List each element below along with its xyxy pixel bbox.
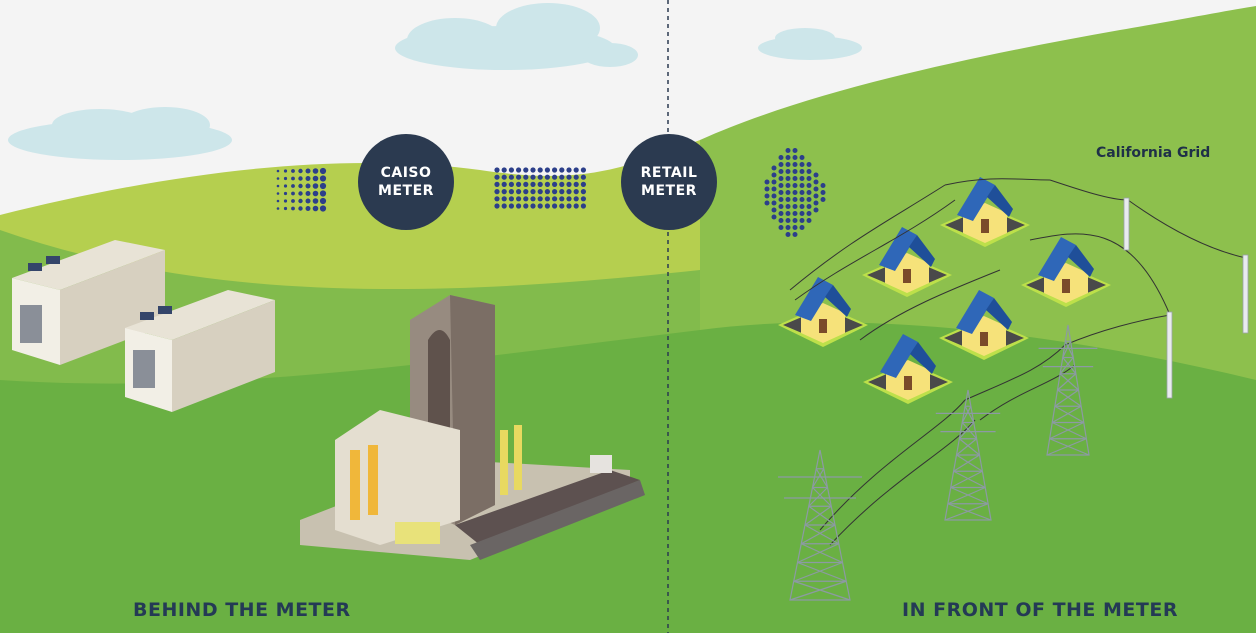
cloud-icon bbox=[8, 107, 232, 160]
transmission-tower-icon bbox=[1038, 324, 1098, 456]
battery-container-icon bbox=[12, 240, 165, 365]
house-icon bbox=[1021, 237, 1111, 307]
retail-meter-badge: RETAIL METER bbox=[621, 134, 717, 230]
house-icon bbox=[940, 177, 1030, 247]
retail-meter-line1: RETAIL bbox=[640, 165, 698, 181]
house-icon bbox=[862, 227, 952, 297]
power-line-icon bbox=[789, 178, 1247, 546]
behind-meter-label: BEHIND THE METER bbox=[133, 599, 351, 621]
house-icon bbox=[939, 290, 1029, 360]
cloud-icon bbox=[395, 3, 638, 70]
transmission-tower-icon bbox=[778, 449, 862, 601]
power-plant-icon bbox=[300, 295, 645, 560]
caiso-meter-line1: CAISO bbox=[380, 165, 432, 181]
retail-meter-line2: METER bbox=[641, 183, 697, 199]
california-grid-label: California Grid bbox=[1096, 145, 1211, 161]
transmission-tower-icon bbox=[935, 389, 1001, 521]
caiso-meter-badge: CAISO METER bbox=[358, 134, 454, 230]
house-icon bbox=[863, 334, 953, 404]
front-meter-label: IN FRONT OF THE METER bbox=[902, 599, 1178, 621]
dots-icon bbox=[494, 167, 587, 209]
utility-pole-icon bbox=[1123, 197, 1249, 399]
cloud-icon bbox=[758, 28, 862, 60]
dots-icon bbox=[276, 167, 327, 212]
caiso-meter-line2: METER bbox=[378, 183, 434, 199]
battery-container-icon bbox=[125, 290, 275, 412]
arrow-dots-icon bbox=[764, 148, 826, 237]
house-icon bbox=[778, 277, 868, 347]
